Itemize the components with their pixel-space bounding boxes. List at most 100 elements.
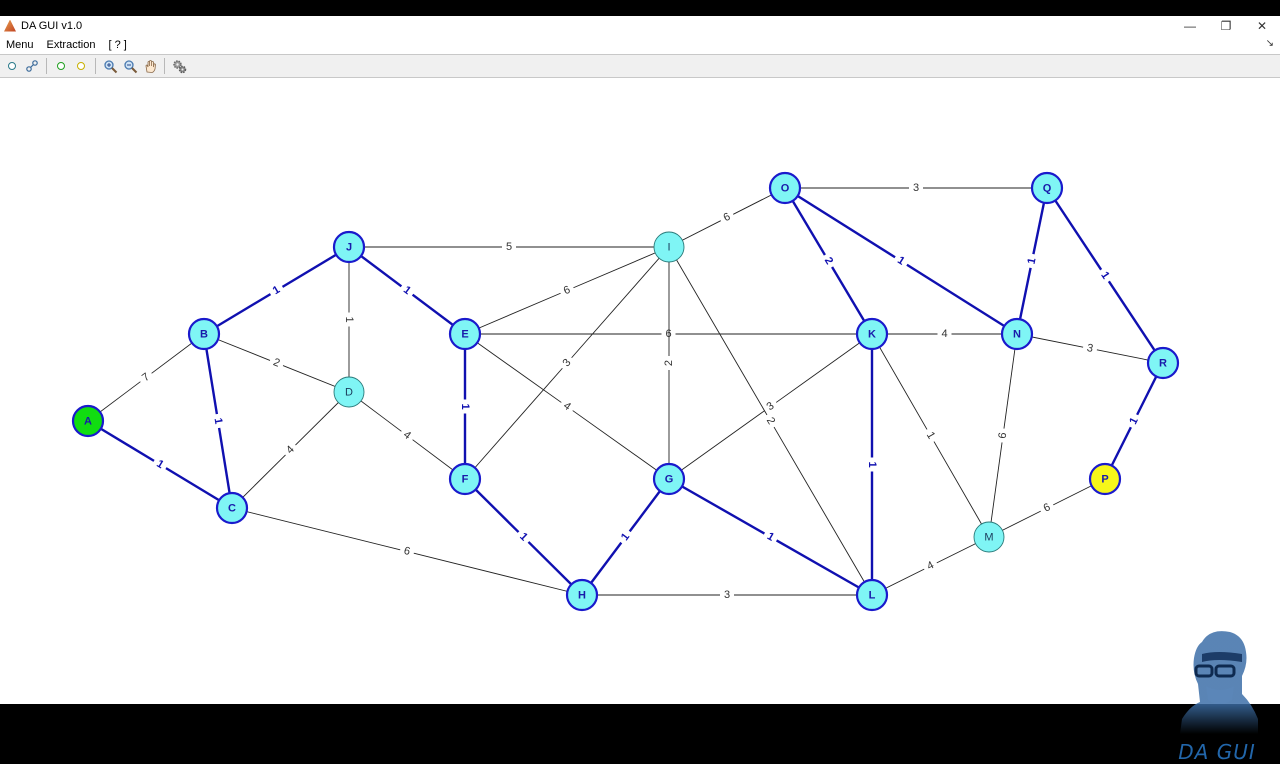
node-H[interactable]: H (565, 578, 599, 612)
edge-F-I[interactable]: 3 (464, 246, 670, 480)
edge-F-H[interactable]: 1 (464, 478, 583, 596)
edge-K-M[interactable]: 1 (871, 333, 990, 538)
edge-M-P[interactable]: 6 (988, 478, 1106, 538)
pan-button[interactable] (141, 57, 159, 75)
zoom-in-button[interactable] (101, 57, 119, 75)
node-I[interactable]: I (653, 231, 685, 263)
edge-L-M[interactable]: 4 (871, 536, 990, 596)
node-icon (8, 62, 16, 70)
node-B[interactable]: B (187, 317, 221, 351)
node-label: B (200, 329, 208, 341)
node-Q[interactable]: Q (1030, 171, 1064, 205)
matlab-app-icon (4, 19, 16, 32)
node-L[interactable]: L (855, 578, 889, 612)
node-label: R (1159, 358, 1167, 370)
node-D[interactable]: D (333, 376, 365, 408)
menu-bar: Menu Extraction [ ? ] ↘ (0, 35, 1280, 54)
edge-weight-label: 1 (1026, 257, 1039, 265)
edge-weight-label: 3 (724, 589, 730, 601)
edge-J-D[interactable]: 1 (343, 247, 355, 392)
edge-weight-label: 6 (665, 328, 671, 340)
edge-J-E[interactable]: 1 (348, 246, 466, 335)
zoom-in-icon (103, 59, 117, 73)
node-C[interactable]: C (215, 491, 249, 525)
minimize-button[interactable]: — (1184, 18, 1196, 33)
edge-weight-label: 1 (343, 316, 355, 322)
node-label: F (462, 474, 469, 486)
add-node-button[interactable] (3, 57, 21, 75)
edge-G-K[interactable]: 3 (668, 333, 873, 480)
edge-weight-label: 3 (765, 400, 777, 413)
edge-N-R[interactable]: 3 (1016, 333, 1164, 364)
node-K[interactable]: K (855, 317, 889, 351)
edge-D-C[interactable]: 4 (231, 391, 350, 509)
menu-help[interactable]: [ ? ] (108, 38, 127, 51)
edge-weight-label: 1 (619, 531, 632, 543)
edge-B-J[interactable]: 1 (203, 245, 350, 336)
settings-button[interactable] (170, 57, 188, 75)
edge-weight-label: 1 (154, 458, 165, 471)
edge-weight-label: 1 (924, 430, 937, 441)
node-label: P (1101, 474, 1108, 486)
edge-J-I[interactable]: 5 (349, 241, 669, 253)
edge-H-G[interactable]: 1 (581, 478, 670, 596)
edge-O-Q[interactable]: 3 (785, 182, 1047, 194)
zoom-out-button[interactable] (121, 57, 139, 75)
node-F[interactable]: F (448, 462, 482, 496)
menu-menu[interactable]: Menu (6, 38, 34, 51)
edge-E-F[interactable]: 1 (459, 334, 471, 479)
add-edge-button[interactable] (23, 57, 41, 75)
edge-B-C[interactable]: 1 (202, 333, 234, 509)
node-O[interactable]: O (768, 171, 802, 205)
close-button[interactable]: ✕ (1256, 18, 1268, 33)
set-start-node-button[interactable] (52, 57, 70, 75)
edge-weight-label: 4 (925, 559, 936, 572)
edge-O-K[interactable]: 2 (783, 187, 874, 335)
menu-extraction[interactable]: Extraction (46, 38, 96, 51)
edge-E-G[interactable]: 4 (464, 333, 670, 480)
node-A[interactable]: A (71, 404, 105, 438)
edge-H-L[interactable]: 3 (582, 589, 872, 601)
set-end-node-button[interactable] (72, 57, 90, 75)
node-E[interactable]: E (448, 317, 482, 351)
edge-G-I[interactable]: 2 (663, 247, 675, 479)
edge-G-L[interactable]: 1 (668, 477, 873, 597)
edge-B-D[interactable]: 2 (203, 333, 350, 393)
edge-weight-label: 1 (1127, 416, 1140, 427)
node-N[interactable]: N (1000, 317, 1034, 351)
node-M[interactable]: M (973, 521, 1005, 553)
restore-button[interactable]: ❐ (1220, 18, 1232, 33)
node-label: H (578, 590, 586, 602)
edge-R-P[interactable]: 1 (1103, 362, 1165, 480)
edge-A-C[interactable]: 1 (87, 419, 233, 510)
edge-A-B[interactable]: 7 (87, 333, 205, 422)
edge-weight-label: 2 (271, 356, 281, 369)
edge-K-N[interactable]: 4 (872, 328, 1017, 340)
hand-icon (145, 59, 156, 73)
node-P[interactable]: P (1088, 462, 1122, 496)
edge-I-L[interactable]: 2 (668, 246, 873, 596)
edge-N-M[interactable]: 6 (988, 333, 1018, 538)
edge-K-L[interactable]: 1 (866, 334, 878, 595)
edge-weight-label: 1 (765, 530, 776, 543)
edge-weight-label: 6 (403, 545, 412, 558)
node-J[interactable]: J (332, 230, 366, 264)
edge-D-F[interactable]: 4 (348, 391, 466, 480)
node-R[interactable]: R (1146, 346, 1180, 380)
edge-weight-label: 1 (1098, 270, 1111, 282)
edge-N-Q[interactable]: 1 (1015, 187, 1049, 335)
edge-E-I[interactable]: 6 (464, 246, 670, 335)
portrait-logo-icon (1180, 631, 1258, 734)
node-label: A (84, 416, 92, 428)
edge-weight-label: 2 (764, 415, 777, 426)
edge-E-K[interactable]: 6 (465, 328, 872, 340)
edge-C-H[interactable]: 6 (231, 507, 583, 596)
edge-Q-R[interactable]: 1 (1045, 187, 1165, 364)
edge-weight-label: 1 (271, 284, 282, 297)
edge-I-O[interactable]: 6 (668, 187, 786, 248)
undock-arrow-icon[interactable]: ↘ (1265, 38, 1274, 49)
node-G[interactable]: G (652, 462, 686, 496)
edge-O-N[interactable]: 1 (784, 186, 1018, 336)
